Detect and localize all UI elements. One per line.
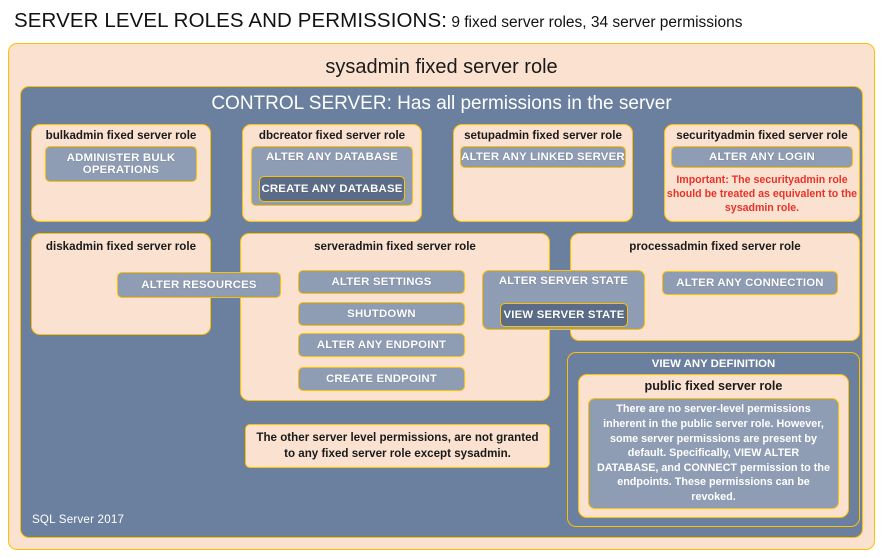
permission-alter-any-linked-server[interactable]: ALTER ANY LINKED SERVER <box>460 146 626 168</box>
securityadmin-role-label: securityadmin fixed server role <box>676 129 848 142</box>
page-title: SERVER LEVEL ROLES AND PERMISSIONS: 9 fi… <box>14 6 874 36</box>
page-title-sub: 9 fixed server roles, 34 server permissi… <box>447 14 743 31</box>
other-permissions-note: The other server level permissions, are … <box>245 424 550 468</box>
permission-create-endpoint[interactable]: CREATE ENDPOINT <box>298 367 465 391</box>
permission-create-any-database[interactable]: CREATE ANY DATABASE <box>259 176 405 202</box>
control-server-label: CONTROL SERVER: Has all permissions in t… <box>211 93 672 114</box>
securityadmin-role-box <box>664 124 860 222</box>
public-role-label: public fixed server role <box>644 379 783 393</box>
permission-view-any-definition[interactable]: VIEW ANY DEFINITION <box>651 358 776 370</box>
permission-alter-resources[interactable]: ALTER RESOURCES <box>117 272 281 298</box>
setupadmin-role-box <box>453 124 633 222</box>
sysadmin-role-label: sysadmin fixed server role <box>325 56 558 78</box>
permission-alter-any-login[interactable]: ALTER ANY LOGIN <box>671 146 853 168</box>
securityadmin-warning-note: Important: The securityadmin role should… <box>666 174 858 215</box>
footer-version-label: SQL Server 2017 <box>32 513 125 526</box>
serveradmin-role-label: serveradmin fixed server role <box>314 240 476 253</box>
diskadmin-role-label: diskadmin fixed server role <box>45 240 197 253</box>
permission-administer-bulk-operations[interactable]: ADMINISTER BULK OPERATIONS <box>45 146 197 182</box>
setupadmin-role-label: setupadmin fixed server role <box>464 129 622 142</box>
processadmin-role-label: processadmin fixed server role <box>629 240 801 253</box>
dbcreator-role-label: dbcreator fixed server role <box>258 129 406 142</box>
bulkadmin-role-label: bulkadmin fixed server role <box>45 129 197 142</box>
permission-view-server-state[interactable]: VIEW SERVER STATE <box>500 303 628 327</box>
permission-alter-any-endpoint[interactable]: ALTER ANY ENDPOINT <box>298 333 465 357</box>
permission-alter-settings[interactable]: ALTER SETTINGS <box>298 270 465 294</box>
permission-alter-any-connection[interactable]: ALTER ANY CONNECTION <box>662 271 838 295</box>
public-role-description: There are no server-level permissions in… <box>588 398 839 509</box>
page-title-main: SERVER LEVEL ROLES AND PERMISSIONS: <box>14 9 448 32</box>
permission-shutdown[interactable]: SHUTDOWN <box>298 302 465 326</box>
